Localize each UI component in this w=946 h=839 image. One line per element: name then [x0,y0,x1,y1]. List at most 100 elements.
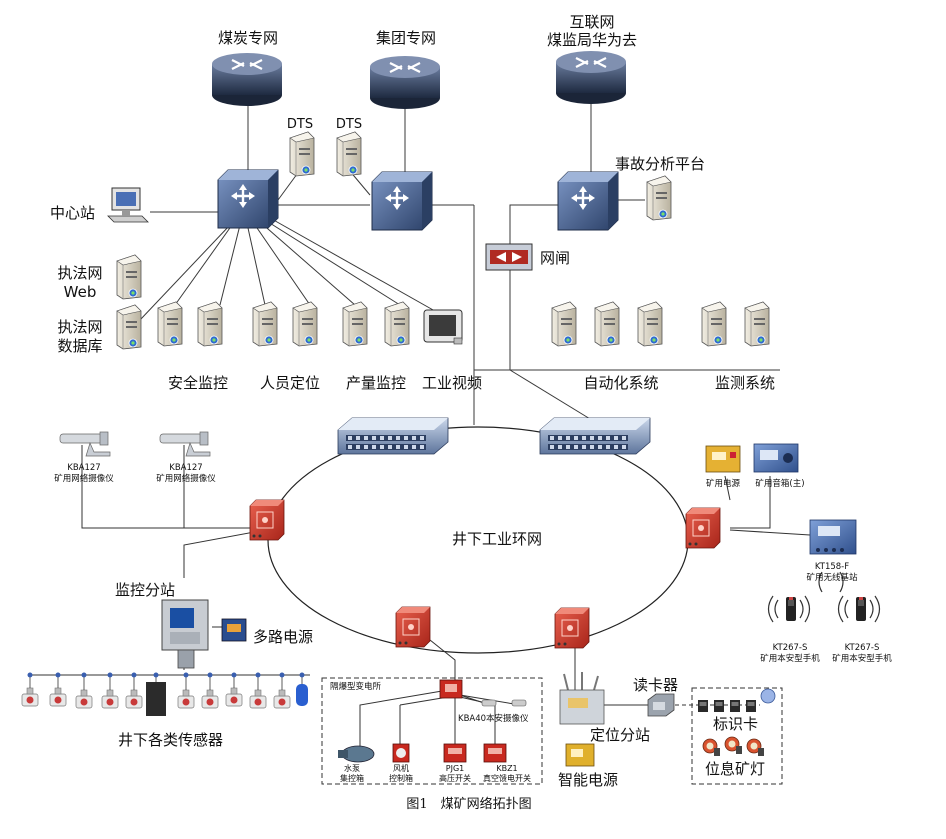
monitoring-substation-icon [161,599,209,669]
dts-server-1-icon [289,131,315,177]
mine-speaker-icon [753,443,799,473]
gatekeeper-icon [485,243,533,271]
enforcement-web-server-icon [116,254,142,300]
signal-waves-icon [818,571,844,593]
camera-1-name-label: 矿用网络摄像仪 [54,474,114,484]
pump-label-1: 水泵 [344,764,360,773]
monitoring-server-2-icon [744,301,770,347]
sensors-label: 井下各类传感器 [118,731,224,749]
group-network-cloud-icon [368,54,442,111]
id-card-label: 标识卡 [713,715,759,733]
enforcement-db-label-1: 执法网 [57,318,103,336]
smart-power-icon [565,743,595,767]
personnel-positioning-label: 人员定位 [259,374,321,392]
card-reader-label: 读卡器 [633,676,679,694]
mine-power-icon [705,445,741,473]
fan-label-1: 风机 [393,764,409,773]
internet-label: 互联网 [569,13,615,31]
phone-1-icon [767,595,811,623]
enforcement-db-label-2: 数据库 [57,337,103,355]
id-tag-icons [698,688,776,712]
camera-2-model-label: KBA127 [169,463,203,473]
group-switch-icon [370,170,434,232]
enforcement-web-label-1: 执法网 [57,264,103,282]
enforcement-db-server-icon [116,304,142,350]
camera-1-icon [59,431,111,457]
automation-system-label: 自动化系统 [583,374,659,392]
fan-label-2: 控制箱 [389,774,413,783]
coal-bureau-label: 煤监局华为去 [546,31,638,49]
center-station-label: 中心站 [50,204,96,222]
multi-power-icon [221,618,247,642]
output-monitoring-label: 产量监控 [345,374,407,392]
automation-server-3-icon [637,301,663,347]
personnel-server-1-icon [252,301,278,347]
smart-power-label: 智能电源 [558,771,619,789]
ring-node-bottom-right-icon [554,607,590,649]
core-switch-icon [216,168,280,230]
tag-lamp-group-box [691,687,783,785]
phone-1-name-label: 矿用本安型手机 [760,654,820,664]
positioning-substation-label: 定位分站 [590,726,651,744]
backbone-links [139,98,780,426]
kba40-camera-icon [481,699,527,707]
safety-server-1-icon [157,301,183,347]
substation-label: 隔爆型变电所 [330,682,382,692]
kbz1-switch-icon [483,743,507,763]
ring-node-left-icon [249,499,285,541]
monitoring-server-1-icon [701,301,727,347]
fan-control-icon [392,743,410,763]
base-station-model-label: KT158-F [814,562,850,572]
output-server-1-icon [342,301,368,347]
multi-power-label: 多路电源 [253,628,314,646]
automation-server-2-icon [594,301,620,347]
ring-node-right-icon [685,507,721,549]
internet-cloud-icon [554,49,628,106]
kbz1-label-2: 真空馈电开关 [483,774,531,783]
info-lamp-label: 位息矿灯 [705,760,766,778]
phone-2-model-label: KT267-S [844,643,880,653]
ring-network-label: 井下工业环网 [451,530,543,548]
automation-server-1-icon [551,301,577,347]
substation-hub-icon [439,679,463,699]
accident-platform-label: 事故分析平台 [615,155,706,173]
monitoring-system-label: 监测系统 [714,374,776,392]
pump-icon [338,745,375,763]
monitoring-substation-label: 监控分站 [115,581,176,599]
pump-label-2: 集控箱 [340,774,364,783]
enforcement-web-label-2: Web [63,283,97,301]
mine-speaker-label: 矿用音箱(主) [755,479,805,489]
card-reader-icon [647,693,675,717]
coal-network-label: 煤炭专网 [217,29,279,47]
sensor-array [21,672,308,716]
mine-power-label: 矿用电源 [705,479,741,489]
kba40-camera-label: KBA40本安摄像仪 [458,714,529,724]
gatekeeper-label: 网闸 [540,249,571,267]
base-station-name-label: 矿用无线基站 [806,573,858,583]
substation-group-box [321,677,543,785]
output-server-2-icon [384,301,410,347]
accident-platform-server-icon [646,175,672,221]
phone-1-model-label: KT267-S [772,643,808,653]
group-network-label: 集团专网 [375,29,437,47]
dts-2-label: DTS [335,117,363,132]
figure-caption: 图1 煤矿网络拓扑图 [406,797,532,812]
phone-2-icon [837,595,881,623]
ring-switch-left-icon [337,417,449,455]
camera-2-name-label: 矿用网络摄像仪 [156,474,216,484]
internet-switch-icon [556,170,620,232]
dts-1-label: DTS [286,117,314,132]
camera-1-model-label: KBA127 [67,463,101,473]
pjg1-label-2: 高压开关 [439,774,471,783]
computer-icon [107,187,149,223]
safety-server-2-icon [197,301,223,347]
phone-2-name-label: 矿用本安型手机 [832,654,892,664]
ring-switch-right-icon [539,417,651,455]
positioning-substation-icon [559,672,605,725]
ring-node-bottom-left-icon [395,606,431,648]
video-monitor-icon [423,309,463,345]
mine-lamp-icons [702,736,765,757]
personnel-server-2-icon [292,301,318,347]
wireless-base-station-icon [809,519,857,555]
